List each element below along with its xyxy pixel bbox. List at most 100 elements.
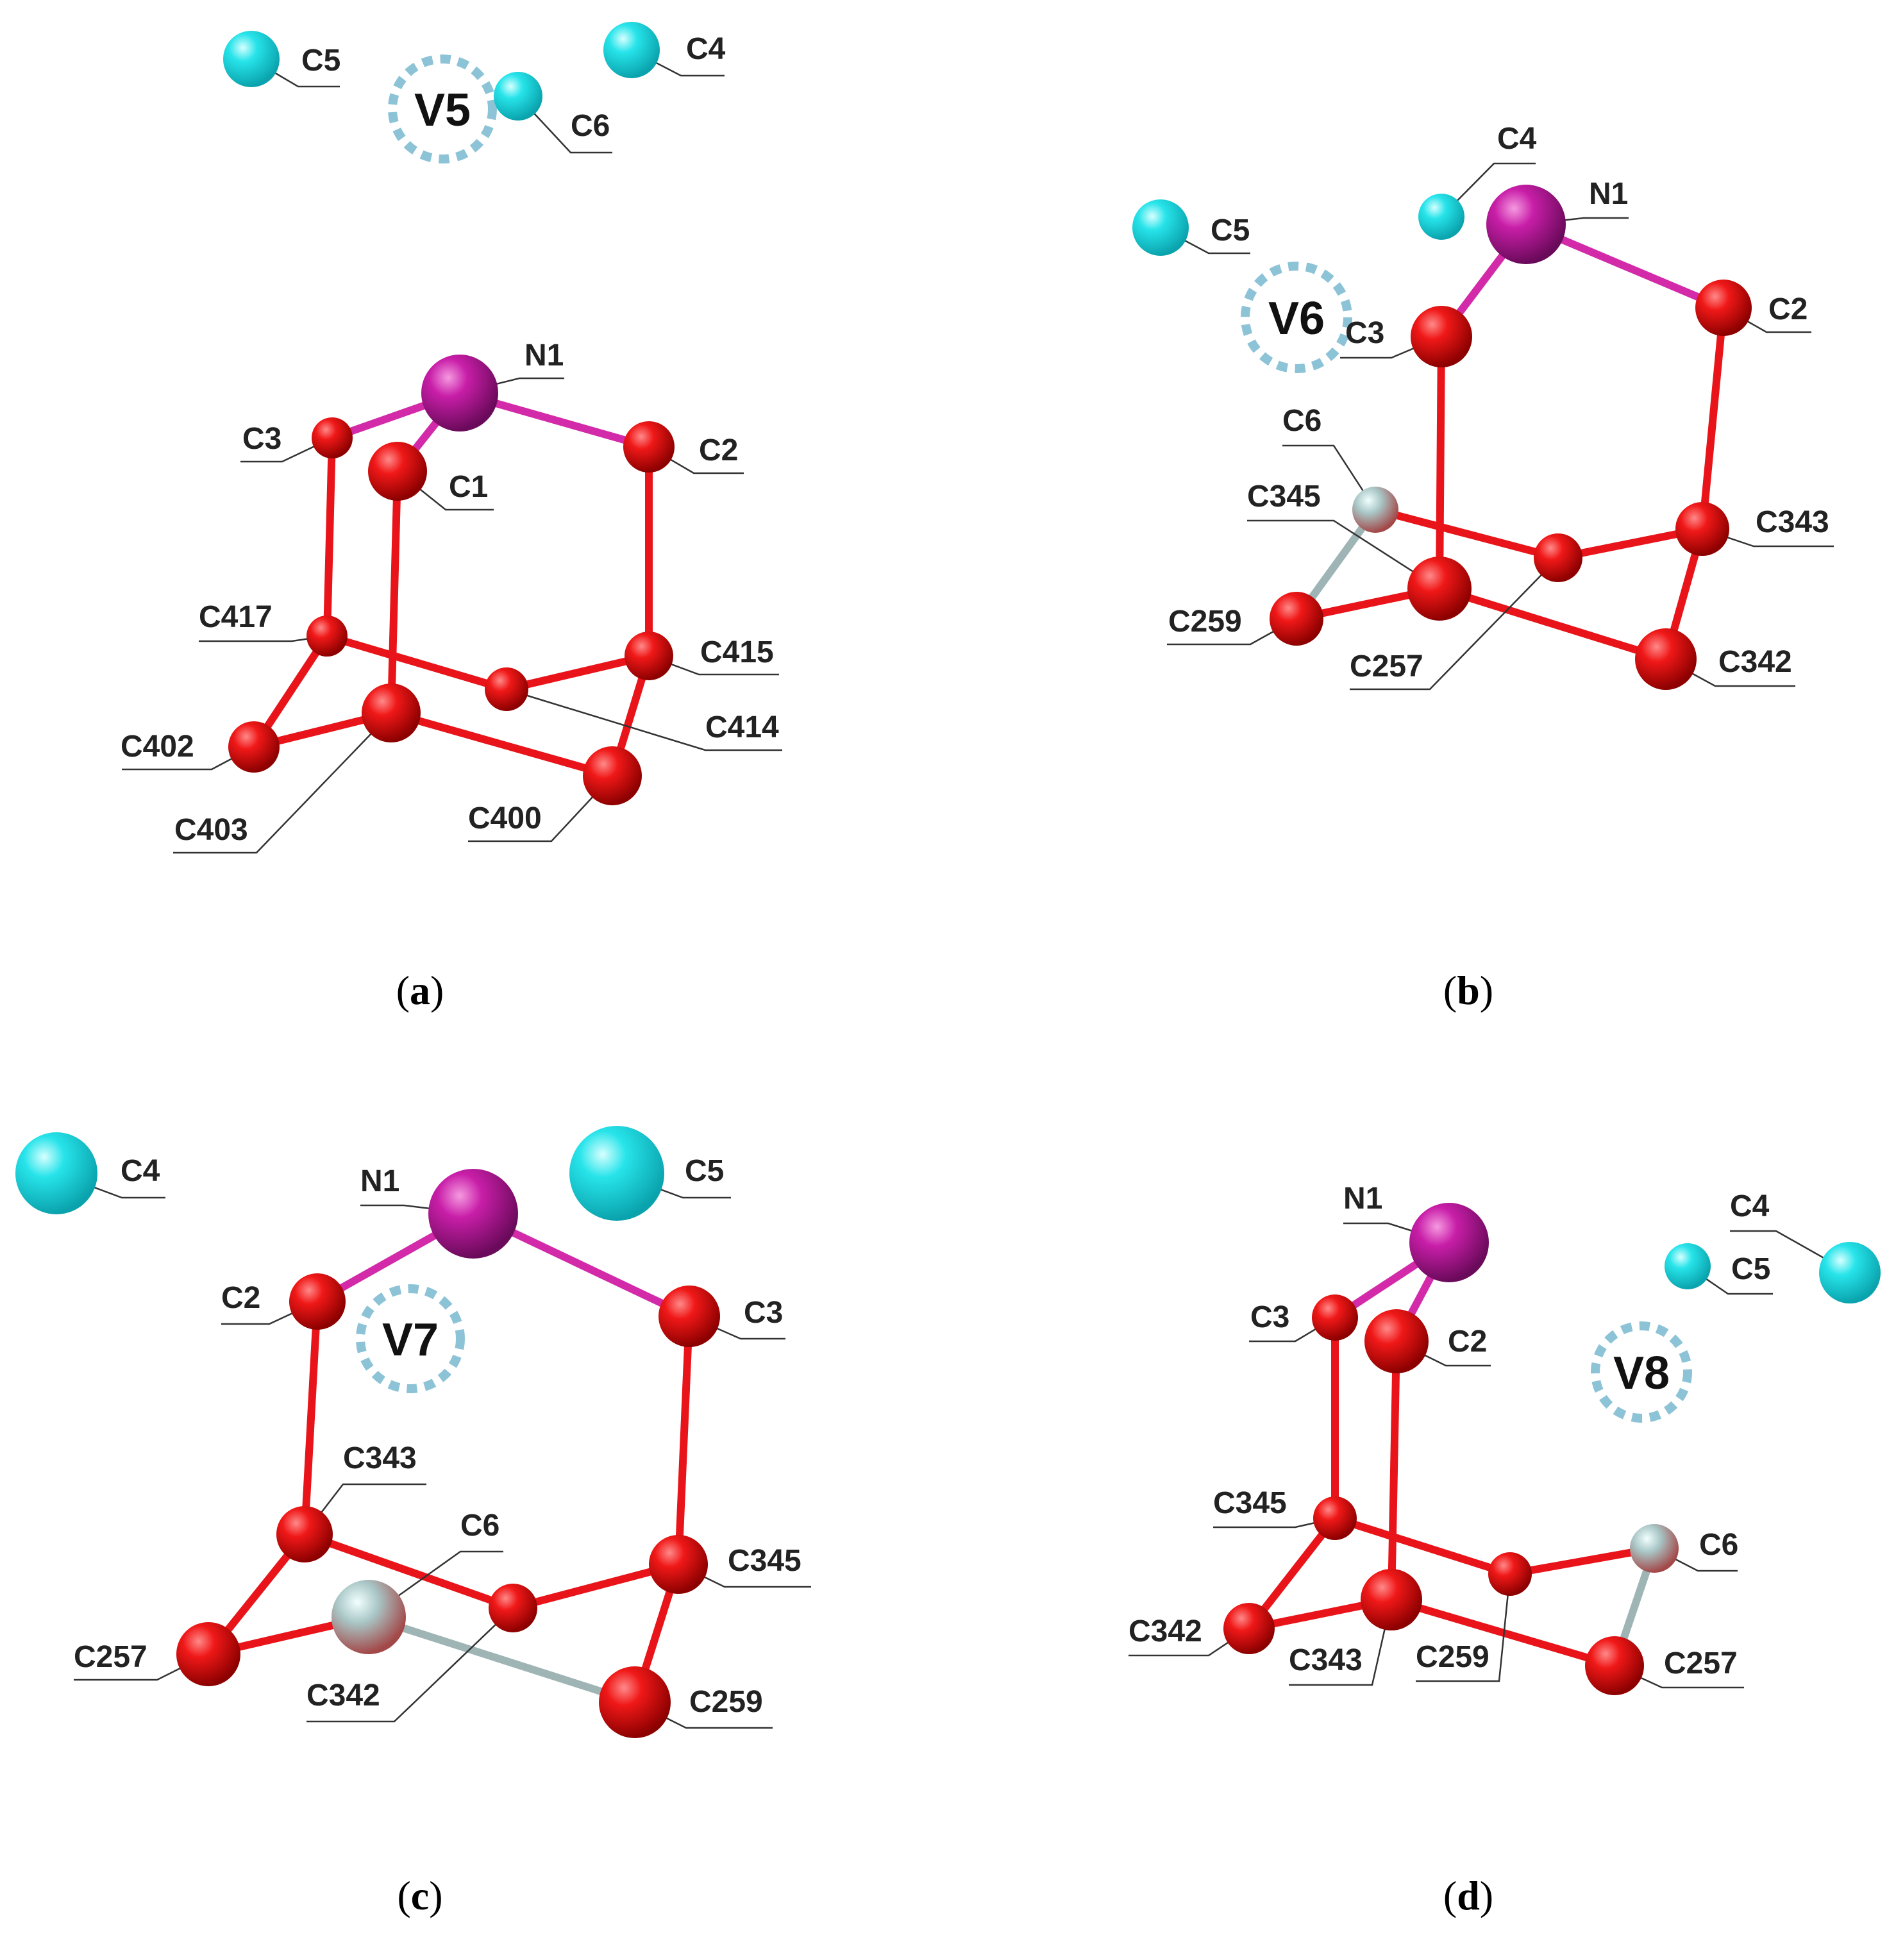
atom-label-c4: C4 bbox=[1730, 1189, 1770, 1223]
bond-c345-c259 bbox=[1331, 1514, 1514, 1578]
atom-label-c3: C3 bbox=[242, 422, 281, 456]
leader-c414 bbox=[506, 688, 782, 751]
atom-label-c345: C345 bbox=[1213, 1486, 1287, 1520]
bond-c403-c400 bbox=[387, 709, 616, 780]
leader-c342 bbox=[306, 1607, 514, 1723]
atom-label-c6: C6 bbox=[1282, 404, 1321, 438]
atom-c342 bbox=[1635, 628, 1697, 690]
atom-label-c257: C257 bbox=[74, 1640, 147, 1674]
vacancy-label: V7 bbox=[382, 1314, 439, 1366]
atom-c403 bbox=[362, 683, 421, 742]
atom-n1 bbox=[1486, 185, 1566, 264]
atom-n1 bbox=[428, 1169, 518, 1259]
bond-c2-c343 bbox=[1699, 304, 1727, 533]
atom-c417 bbox=[306, 616, 348, 657]
atom-label-c3: C3 bbox=[1250, 1300, 1289, 1334]
atom-label-c414: C414 bbox=[705, 710, 779, 744]
leader-c259 bbox=[1416, 1573, 1511, 1682]
bond-c417-c414 bbox=[323, 632, 510, 693]
bond-c415-c414 bbox=[503, 652, 653, 693]
atom-label-c400: C400 bbox=[468, 801, 542, 835]
vacancy-ring bbox=[388, 54, 497, 163]
atom-label-n1: N1 bbox=[1589, 177, 1628, 211]
atom-label-n1: N1 bbox=[1343, 1182, 1382, 1216]
vacancy-ring bbox=[356, 1284, 465, 1393]
bond-c259-c6 bbox=[1506, 1545, 1658, 1578]
bond-c3-c345 bbox=[1436, 333, 1445, 592]
atom-c4 bbox=[15, 1132, 97, 1214]
atom-label-c5: C5 bbox=[301, 44, 340, 78]
atom-label-c3: C3 bbox=[1345, 316, 1384, 350]
atom-label-c259: C259 bbox=[1168, 605, 1242, 639]
atom-c2 bbox=[1695, 280, 1752, 336]
atom-label-c342: C342 bbox=[306, 1679, 380, 1713]
atom-label-c403: C403 bbox=[174, 813, 248, 847]
atom-label-c342: C342 bbox=[1128, 1614, 1202, 1648]
atom-c259 bbox=[1488, 1552, 1532, 1596]
atom-label-c417: C417 bbox=[199, 600, 273, 634]
atom-label-c5: C5 bbox=[1731, 1252, 1770, 1286]
atom-label-c4: C4 bbox=[1497, 122, 1537, 156]
atom-label-c6: C6 bbox=[571, 109, 610, 143]
vacancy-label: V5 bbox=[414, 85, 471, 136]
atom-label-c259: C259 bbox=[1416, 1640, 1489, 1674]
atom-label-c4: C4 bbox=[686, 32, 726, 66]
bond-c3-c345 bbox=[675, 1312, 693, 1568]
atom-label-c402: C402 bbox=[121, 730, 194, 764]
atom-c257 bbox=[1534, 533, 1582, 582]
atom-label-c343: C343 bbox=[343, 1441, 417, 1475]
atom-label-c259: C259 bbox=[689, 1685, 763, 1719]
atom-n1 bbox=[421, 355, 498, 431]
atom-c1 bbox=[368, 442, 427, 501]
atom-label-n1: N1 bbox=[524, 339, 564, 373]
atom-label-c3: C3 bbox=[744, 1296, 783, 1330]
atom-label-c345: C345 bbox=[1247, 480, 1321, 514]
leader-c6 bbox=[1282, 444, 1377, 510]
leader-c6 bbox=[517, 96, 612, 154]
leader-c6 bbox=[368, 1550, 503, 1618]
bond-c1-c403 bbox=[387, 467, 401, 717]
atom-c345 bbox=[1407, 557, 1472, 621]
vacancy-ring bbox=[1241, 262, 1352, 373]
caption-d: (d) bbox=[1443, 1873, 1494, 1918]
leader-c400 bbox=[468, 775, 613, 842]
atom-label-c2: C2 bbox=[221, 1281, 260, 1315]
atom-c342 bbox=[1223, 1603, 1275, 1654]
atom-c3 bbox=[1312, 1294, 1358, 1341]
atom-c6 bbox=[331, 1580, 406, 1654]
atom-label-c257: C257 bbox=[1350, 649, 1423, 683]
atom-label-c4: C4 bbox=[121, 1154, 160, 1188]
atom-label-n1: N1 bbox=[360, 1164, 399, 1198]
atom-c402 bbox=[228, 721, 280, 773]
caption-c: (c) bbox=[397, 1873, 443, 1918]
atom-c2 bbox=[289, 1273, 346, 1330]
atom-c343 bbox=[276, 1506, 333, 1562]
leader-c4 bbox=[1441, 162, 1536, 217]
vacancy-ring bbox=[1591, 1321, 1692, 1423]
atom-c415 bbox=[625, 632, 673, 680]
atom-label-c345: C345 bbox=[728, 1544, 801, 1578]
atom-c342 bbox=[489, 1584, 537, 1632]
atom-label-c5: C5 bbox=[1211, 214, 1250, 247]
bond-c6-c257 bbox=[1372, 506, 1562, 562]
atom-c343 bbox=[1361, 1569, 1422, 1630]
atom-c259 bbox=[599, 1666, 671, 1738]
bond-c2-c343 bbox=[301, 1298, 321, 1538]
bond-c343-c342 bbox=[301, 1530, 517, 1612]
atom-c6 bbox=[1630, 1524, 1679, 1573]
atom-c3 bbox=[1411, 306, 1472, 367]
atom-c345 bbox=[649, 1535, 708, 1594]
atom-label-c343: C343 bbox=[1756, 505, 1829, 539]
atom-c345 bbox=[1313, 1496, 1357, 1540]
atom-label-c6: C6 bbox=[460, 1509, 499, 1543]
caption-a: (a) bbox=[396, 967, 444, 1013]
atom-c257 bbox=[176, 1622, 240, 1686]
atom-label-c6: C6 bbox=[1699, 1528, 1738, 1562]
atom-c400 bbox=[583, 746, 642, 805]
atom-c414 bbox=[485, 667, 528, 711]
atom-c5 bbox=[223, 31, 280, 87]
